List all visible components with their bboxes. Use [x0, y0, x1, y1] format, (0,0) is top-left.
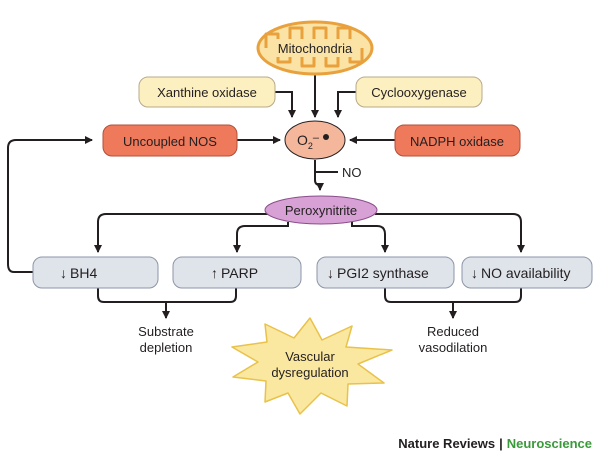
bracket-left: [97, 288, 237, 303]
no-label: NO: [342, 165, 362, 180]
mitochondria-label: Mitochondria: [278, 41, 353, 56]
branch-to-bh4: [94, 213, 268, 253]
reduced-vasodilation-line2: vasodilation: [419, 340, 488, 355]
substrate-depletion-line1: Substrate: [138, 324, 194, 339]
parp-label: PARP: [221, 265, 258, 281]
up-arrow-icon: ↑: [211, 265, 218, 281]
nadph-oxidase-node: NADPH oxidase: [394, 124, 521, 157]
no-availability-text: ↓NO availability: [471, 265, 570, 281]
superoxide-subscript: 2: [308, 141, 313, 151]
substrate-depletion-line2: depletion: [140, 340, 193, 355]
uncoupled-nos-node: Uncoupled NOS: [102, 124, 238, 157]
journal-name: Nature Reviews: [398, 436, 495, 451]
radical-dot: [323, 134, 329, 140]
pgi2-synthase-node: ↓PGI2 synthase: [316, 256, 455, 289]
bh4-label: BH4: [70, 265, 97, 281]
no-availability-node: ↓NO availability: [461, 256, 593, 289]
journal-credit: Nature Reviews | Neuroscience: [398, 436, 592, 451]
peroxynitrite-node: Peroxynitrite: [264, 195, 378, 225]
down-arrow-icon: ↓: [327, 265, 334, 281]
arrow-cyclooxygenase-to-superoxide: [334, 91, 356, 118]
branch-to-no-availability: [375, 213, 525, 253]
burst-star-shape: [231, 317, 393, 415]
bh4-text: ↓BH4: [60, 265, 97, 281]
cyclooxygenase-node: Cyclooxygenase: [355, 76, 483, 108]
xanthine-oxidase-node: Xanthine oxidase: [138, 76, 276, 108]
pgi2-synthase-label: PGI2 synthase: [337, 265, 429, 281]
superoxide-charge: –: [313, 132, 320, 144]
arrow-xanthine-to-superoxide: [275, 91, 296, 118]
branch-to-parp: [233, 222, 289, 253]
superoxide-node: O2–: [284, 120, 346, 160]
connectors: [7, 70, 525, 319]
no-availability-label: NO availability: [481, 265, 570, 281]
branch-to-pgi2: [351, 222, 389, 253]
mitochondria-node: Mitochondria: [256, 20, 374, 76]
uncoupled-nos-label: Uncoupled NOS: [123, 134, 217, 149]
down-arrow-icon: ↓: [60, 265, 67, 281]
bracket-right: [384, 288, 522, 303]
superoxide-symbol: O2–: [297, 132, 320, 151]
xanthine-oxidase-label: Xanthine oxidase: [157, 85, 257, 100]
vascular-dysregulation-line2: dysregulation: [271, 365, 348, 380]
down-arrow-icon: ↓: [471, 265, 478, 281]
vascular-dysregulation-node: Vascular dysregulation: [231, 317, 393, 415]
nadph-oxidase-label: NADPH oxidase: [410, 134, 504, 149]
journal-section: Neuroscience: [507, 436, 592, 451]
credit-separator: |: [499, 436, 503, 451]
feedback-bh4-to-uncoupled-nos: [7, 136, 93, 273]
superoxide-o: O: [297, 132, 308, 148]
arrow-superoxide-to-peroxynitrite: [314, 160, 324, 191]
reduced-vasodilation-line1: Reduced: [427, 324, 479, 339]
cyclooxygenase-label: Cyclooxygenase: [371, 85, 466, 100]
parp-node: ↑PARP: [172, 256, 302, 289]
pgi2-text: ↓PGI2 synthase: [327, 265, 429, 281]
mitochondrion-label-backdrop: [270, 39, 360, 57]
peroxynitrite-label: Peroxynitrite: [285, 203, 357, 218]
bh4-node: ↓BH4: [32, 256, 159, 289]
vascular-dysregulation-line1: Vascular: [285, 349, 335, 364]
parp-text: ↑PARP: [211, 265, 258, 281]
